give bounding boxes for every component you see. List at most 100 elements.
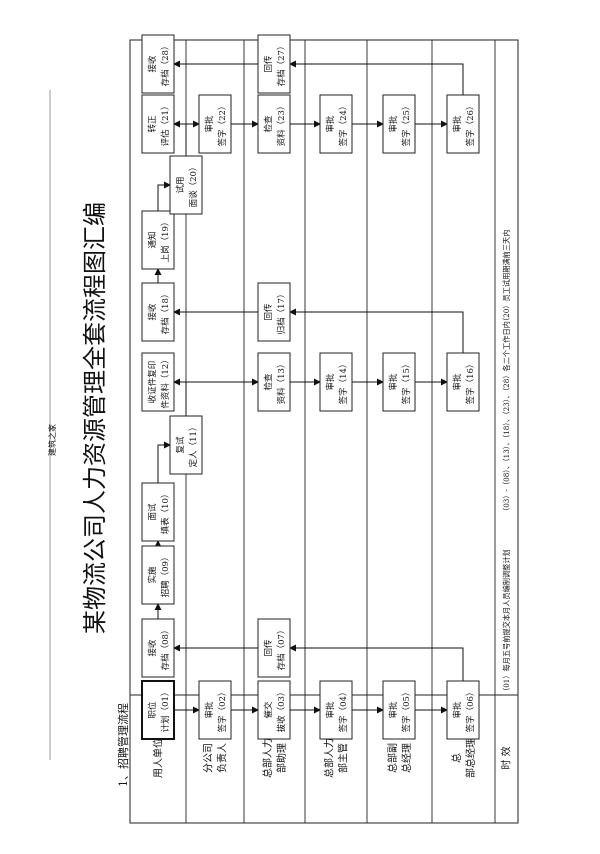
step-box <box>141 618 175 678</box>
step-box <box>446 352 480 412</box>
step-box <box>141 352 175 412</box>
step-label: 审批 <box>325 701 336 719</box>
step-07: 回传存档（07） <box>257 618 291 678</box>
lane-label-text: 总部人力 <box>323 738 336 778</box>
step-box <box>141 680 175 740</box>
step-20: 试用面谈（20） <box>169 155 203 215</box>
step-label: 签字（06） <box>465 688 476 733</box>
step-14: 审批签字（14） <box>319 352 353 412</box>
step-label: 资料（23） <box>276 102 287 147</box>
step-label: 回传 <box>263 303 274 321</box>
time-note: （20）员工试用期满前三天内 <box>502 230 511 325</box>
lane-label-text: 总经理 <box>400 743 413 773</box>
lane-label-text: 总部副 <box>386 743 399 773</box>
step-label: 转正 <box>147 115 158 133</box>
time-lane-label: 时 效 <box>500 746 513 769</box>
step-label: 通知 <box>147 231 158 248</box>
step-box <box>257 680 291 740</box>
step-label: 面谈（20） <box>188 163 199 208</box>
step-label: 定人（11） <box>188 423 199 468</box>
step-17: 回传归档（17） <box>257 282 291 342</box>
step-label: 签字（26） <box>465 102 476 147</box>
step-label: 签字（02） <box>217 688 228 733</box>
step-box <box>169 415 203 475</box>
step-label: 审批 <box>388 701 399 719</box>
lane-label-text: 分公司 <box>203 743 215 773</box>
step-label: 签字（24） <box>338 102 349 147</box>
lane-label-l0: 用人单位 <box>152 738 165 778</box>
step-box <box>141 210 175 270</box>
step-label: 填表（10） <box>160 490 171 535</box>
step-label: 审批 <box>204 115 215 133</box>
step-label: 审批 <box>325 115 336 133</box>
step-box <box>257 34 291 94</box>
lane-label-l5: 总部总经理 <box>450 738 477 778</box>
step-label: 归档（17） <box>276 290 287 335</box>
section-heading: 1、招聘管理流程 <box>116 703 130 787</box>
step-label: 接收 <box>147 303 158 321</box>
step-06: 审批签字（06） <box>446 680 480 740</box>
step-label: 审批 <box>325 373 336 391</box>
step-label: 审批 <box>388 115 399 133</box>
step-box <box>319 94 353 154</box>
step-28: 接收存档（28） <box>141 34 175 94</box>
step-label: 存档（07） <box>276 626 287 671</box>
step-label: 招聘（09） <box>160 553 171 598</box>
step-13: 检查资料（13） <box>257 352 291 412</box>
step-25: 审批签字（25） <box>382 94 416 154</box>
flow-arrow <box>289 60 464 95</box>
lane-label-text: 用人单位 <box>152 738 165 778</box>
lane-label-text: 部主管 <box>337 743 350 773</box>
step-label: 回传 <box>263 639 274 657</box>
step-label: 存档（27） <box>276 42 287 87</box>
lane-label-l2: 总部人力部助理 <box>261 738 288 778</box>
step-02: 审批签字（02） <box>198 680 232 740</box>
time-note: （03）-（08）、（13）、（18）、（23）、（28）各二个工作日内 <box>502 321 511 515</box>
time-note: （01）每月五号前提交本月人员编制调整计划 <box>502 549 511 695</box>
flow-arrow <box>157 441 171 483</box>
step-box <box>257 94 291 154</box>
lane-label-l4: 总部副总经理 <box>386 743 413 773</box>
step-label: 审批 <box>452 115 463 133</box>
lane-label-l3: 总部人力部主管 <box>323 738 350 778</box>
step-10: 面试填表（10） <box>141 482 175 542</box>
step-label: 签字（16） <box>465 360 476 405</box>
step-box <box>169 155 203 215</box>
step-26: 审批签字（26） <box>446 94 480 154</box>
step-box <box>319 352 353 412</box>
lane-label-text: 总 <box>450 753 463 763</box>
lane-label-l1: 分公司负责人 <box>203 743 229 773</box>
step-label: 复试 <box>175 436 186 454</box>
step-box <box>382 680 416 740</box>
step-12: 收证件复印件资料（12） <box>141 352 175 412</box>
step-11: 复试定人（11） <box>169 415 203 475</box>
step-label: 件资料（12） <box>160 355 171 408</box>
step-label: 签字（22） <box>217 102 228 147</box>
step-label: 接收 <box>147 55 158 73</box>
step-label: 签字（15） <box>401 360 412 405</box>
step-16: 审批签字（16） <box>446 352 480 412</box>
lane-label-text: 负责人 <box>216 743 229 773</box>
step-box <box>382 94 416 154</box>
step-box <box>319 680 353 740</box>
document-title: 某物流公司人力资源管理全套流程图汇编 <box>81 202 109 634</box>
step-box <box>446 680 480 740</box>
step-19: 通知上岗（19） <box>141 210 175 270</box>
step-label: 签字（04） <box>338 688 349 733</box>
flowchart-frame <box>129 39 519 824</box>
flow-arrow <box>173 378 187 416</box>
step-box <box>141 94 175 154</box>
step-label: 审批 <box>452 701 463 719</box>
time-notes: 时 效 （01）每月五号前提交本月人员编制调整计划 （03）-（08）、（13）、（… <box>500 230 513 770</box>
step-label: 拔收（03） <box>276 688 287 733</box>
watermark-text: 建筑之家 <box>47 424 57 456</box>
step-box <box>198 680 232 740</box>
step-box <box>141 34 175 94</box>
step-label: 接收 <box>147 639 158 657</box>
step-21: 转正评估（21） <box>141 94 175 154</box>
step-label: 回传 <box>263 55 274 73</box>
step-label: 收证件复印 <box>147 361 158 404</box>
step-box <box>382 352 416 412</box>
step-label: 审批 <box>388 373 399 391</box>
